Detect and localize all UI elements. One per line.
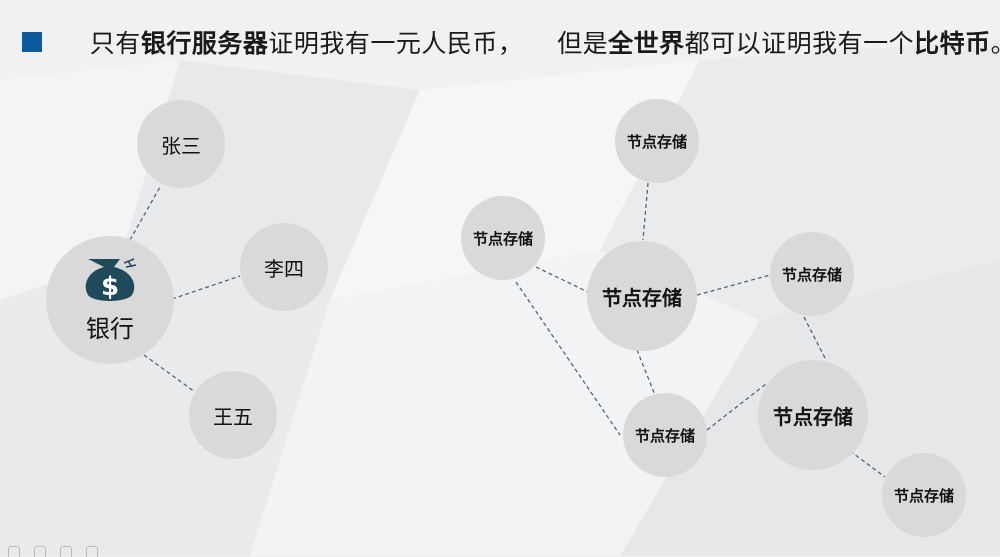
title-part: 只有 <box>89 29 141 58</box>
person-node: 王五 <box>189 371 277 459</box>
person-label: 王五 <box>213 404 253 429</box>
link-bank-zhangsan <box>129 186 161 241</box>
title-part: 银行服务器 <box>140 29 269 58</box>
title-part: 证明我有一元人民币， 但是 <box>268 29 609 58</box>
svg-text:$: $ <box>101 272 119 302</box>
person-node: 李四 <box>240 223 328 311</box>
link-p2p <box>642 182 649 241</box>
storage-node-large: 节点存储 <box>758 360 868 470</box>
storage-label: 节点存储 <box>602 285 682 310</box>
title-part: 都可以证明我有一个 <box>684 29 915 58</box>
link-bank-lisi <box>171 275 241 300</box>
storage-node: 节点存储 <box>770 232 854 316</box>
storage-node: 节点存储 <box>461 196 545 280</box>
storage-node: 节点存储 <box>623 393 707 477</box>
toolbar-icon[interactable] <box>8 546 20 557</box>
storage-node: 节点存储 <box>615 99 699 183</box>
link-p2p <box>515 281 621 436</box>
title-part: 全世界 <box>608 29 685 58</box>
money-bag-icon: $ <box>85 257 137 302</box>
storage-node-large: 节点存储 <box>587 241 697 351</box>
link-p2p <box>849 450 886 478</box>
link-p2p <box>696 274 771 296</box>
link-p2p <box>535 266 591 294</box>
slide-title: 只有银行服务器证明我有一元人民币， 但是全世界都可以证明我有一个比特币。 <box>22 22 1000 62</box>
title-marker <box>22 32 42 52</box>
person-label: 李四 <box>264 256 304 281</box>
storage-label: 节点存储 <box>634 426 695 445</box>
slide-toolbar <box>8 546 98 557</box>
storage-label: 节点存储 <box>893 486 954 505</box>
link-p2p <box>706 383 767 431</box>
bank-label: 银行 <box>86 314 134 343</box>
bank-hub-node: $ 银行 <box>46 236 174 364</box>
storage-node: 节点存储 <box>882 453 966 537</box>
link-p2p <box>636 349 656 396</box>
title-part: 。 <box>991 29 1000 58</box>
storage-label: 节点存储 <box>773 404 853 429</box>
title-part: 比特币 <box>914 29 991 58</box>
link-p2p <box>803 316 827 361</box>
storage-label: 节点存储 <box>472 229 533 248</box>
storage-label: 节点存储 <box>781 265 842 284</box>
person-label: 张三 <box>161 133 201 158</box>
link-bank-wangwu <box>143 354 196 393</box>
toolbar-icon[interactable] <box>34 546 46 557</box>
toolbar-icon[interactable] <box>60 546 72 557</box>
storage-label: 节点存储 <box>626 132 687 151</box>
toolbar-icon[interactable] <box>86 546 98 557</box>
title-text: 只有银行服务器证明我有一元人民币， 但是全世界都可以证明我有一个比特币。 <box>56 0 1000 89</box>
person-node: 张三 <box>137 100 225 188</box>
